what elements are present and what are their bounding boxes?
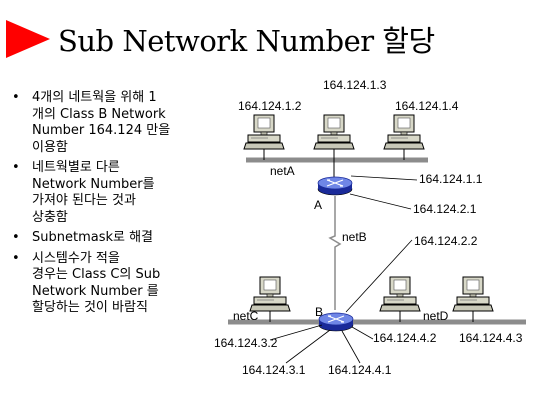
host-ip-label: 164.124.3.2	[214, 336, 278, 350]
host-ip-label: 164.124.4.2	[373, 331, 437, 345]
router-b-ip-label: 164.124.3.1	[242, 363, 306, 377]
bullet-dot-icon: •	[12, 250, 20, 266]
host-computer-icon	[383, 114, 425, 150]
router-a-name: A	[314, 198, 322, 212]
host-computer-icon	[379, 276, 421, 312]
bullet-dot-icon: •	[12, 90, 20, 105]
pointer-line	[345, 239, 413, 313]
bullet-item: • 시스템수가 적을 경우는 Class C의 Sub Network Numbe…	[10, 251, 205, 317]
bullet-text: Subnetmask로 해결	[32, 230, 154, 245]
bullet-dot-icon: •	[12, 160, 20, 175]
title-arrow-icon	[6, 20, 50, 58]
pointer-line	[349, 193, 412, 210]
bullet-text: 시스템수가 적을 경우는 Class C의 Sub Network Number…	[32, 250, 161, 316]
pointer-line	[285, 329, 331, 364]
bullet-item: • 4개의 네트웍을 위해 1 개의 Class B Network Number…	[10, 90, 205, 156]
host-computer-icon	[243, 114, 285, 150]
router-b-ip-label: 164.124.2.2	[414, 234, 478, 248]
bullet-text: 네트웍별로 다른 Network Number를 가져야 된다는 것과 상충함	[32, 160, 155, 225]
pointer-line	[350, 175, 418, 181]
bullet-dot-icon: •	[12, 230, 20, 245]
host-ip-label: 164.124.1.4	[395, 99, 459, 113]
router-a-ip-label: 164.124.2.1	[413, 202, 477, 216]
host-ip-label: 164.124.4.3	[459, 331, 523, 345]
net-b-link	[328, 196, 342, 310]
title-arrow-shape	[6, 20, 50, 58]
pointer-line	[341, 330, 361, 364]
bullet-item: • Subnetmask로 해결	[10, 230, 205, 247]
net-c-label: netC	[233, 309, 259, 323]
slide-title: Sub Network Number 할당	[58, 24, 435, 58]
pointer-line	[351, 326, 374, 340]
host-ip-label: 164.124.1.3	[323, 78, 387, 92]
host-computer-icon	[452, 276, 494, 312]
router-b-name: B	[315, 305, 323, 319]
pointer-line	[269, 324, 323, 341]
net-d-label: netD	[423, 309, 449, 323]
host-computer-icon	[313, 114, 355, 150]
router-b-ip-label: 164.124.4.1	[328, 363, 392, 377]
host-computer-icon	[249, 276, 291, 312]
router-a-ip-label: 164.124.1.1	[419, 172, 483, 186]
bullet-text: 4개의 네트웍을 위해 1 개의 Class B Network Number …	[32, 90, 171, 155]
host-ip-label: 164.124.1.2	[238, 99, 302, 113]
bullet-list: • 4개의 네트웍을 위해 1 개의 Class B Network Number…	[10, 90, 205, 321]
router-a-icon	[317, 176, 353, 196]
router-b-icon	[318, 312, 354, 332]
net-a-label: netA	[270, 164, 295, 178]
bullet-item: • 네트웍별로 다른 Network Number를 가져야 된다는 것과 상충함	[10, 160, 205, 226]
net-b-label: netB	[342, 230, 367, 244]
